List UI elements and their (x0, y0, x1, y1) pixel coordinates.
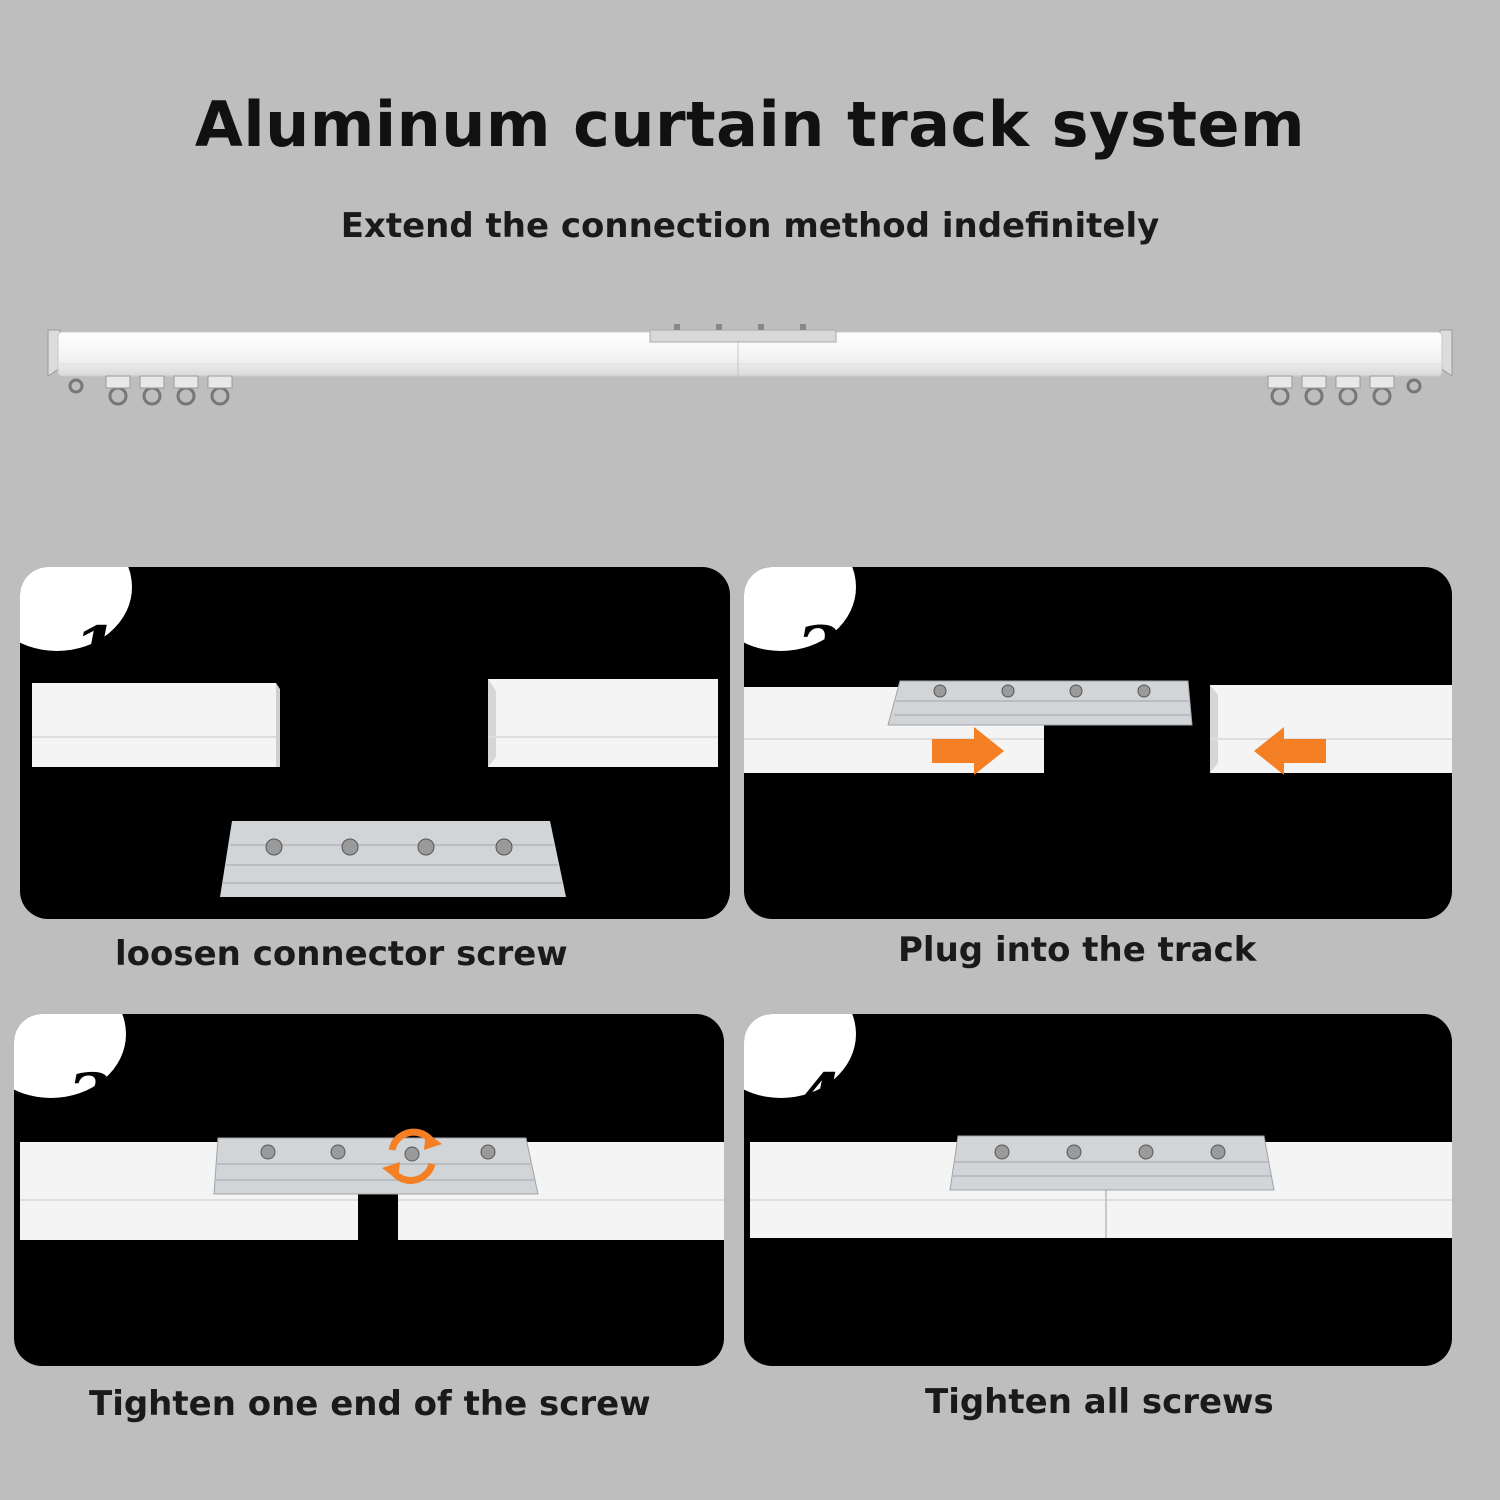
arrow-right-icon (932, 727, 1004, 775)
page-subtitle: Extend the connection method indefinitel… (340, 206, 1160, 246)
step-2-illustration (744, 680, 1452, 775)
step-3-caption: Tighten one end of the screw (89, 1384, 651, 1424)
step-3-illustration (20, 1128, 724, 1240)
curtain-track-image (47, 324, 1453, 406)
arrow-left-icon (1254, 727, 1326, 775)
step-4-caption: Tighten all screws (925, 1382, 1274, 1422)
step-2-panel: 2 (744, 567, 1452, 919)
step-4-number: 4 (796, 1060, 842, 1135)
step-2-caption: Plug into the track (898, 930, 1257, 970)
step-1-caption: loosen connector screw (115, 934, 568, 974)
step-1-number: 1 (72, 613, 118, 688)
step-4-illustration (750, 1135, 1452, 1238)
step-3-number: 3 (66, 1060, 112, 1135)
step-1-panel: 1 (20, 567, 730, 919)
page-title: Aluminum curtain track system (194, 88, 1306, 161)
step-3-panel: 3 (14, 1014, 724, 1366)
step-1-illustration (32, 679, 718, 897)
step-2-number: 2 (796, 613, 842, 688)
step-4-panel: 4 (744, 1014, 1452, 1366)
